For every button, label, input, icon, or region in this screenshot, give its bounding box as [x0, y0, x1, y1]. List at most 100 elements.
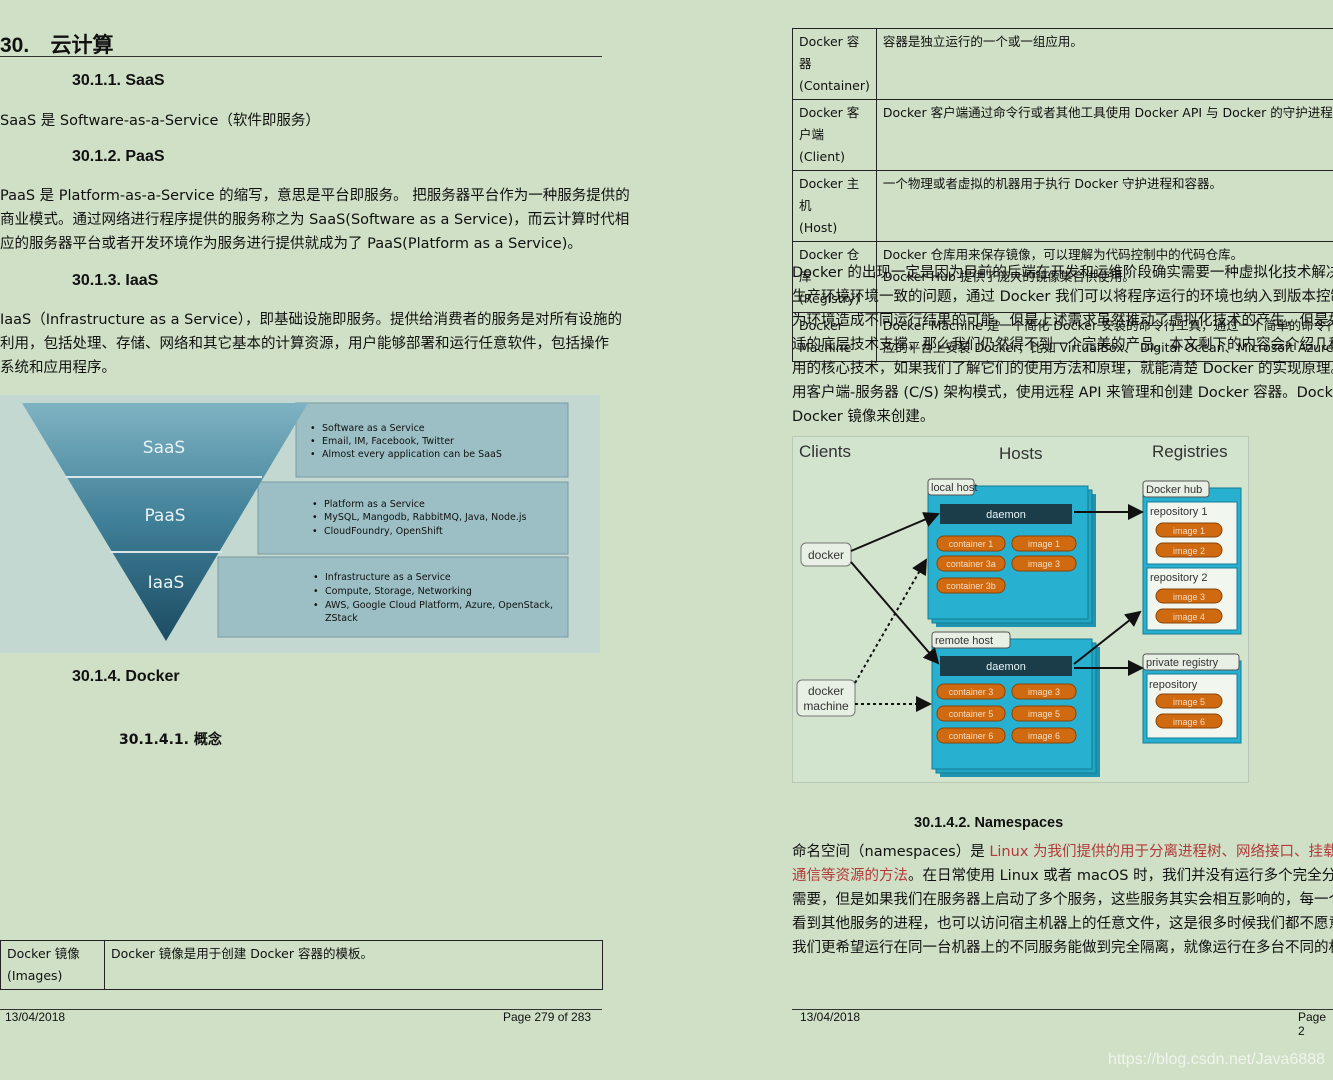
- image-pill: [1155, 693, 1223, 709]
- bullet-dot: •: [313, 600, 319, 611]
- repository-label: repository 1: [1150, 506, 1207, 518]
- desc-text: 容器是独立运行的一个或一组应用。: [882, 34, 1083, 49]
- docker-intro-paragraph: Docker 的出现一定是因为目前的后端在开发和运维阶段确实需要一种虚拟化技术解…: [792, 261, 1333, 429]
- footer-date: 13/04/2018: [800, 1010, 861, 1024]
- term-cell: Docker 主机(Host): [792, 170, 877, 242]
- term-cell: Docker 容器(Container): [792, 28, 877, 100]
- bullet-dot: •: [312, 526, 318, 537]
- arrow-remote-hub: [1073, 610, 1142, 665]
- bullet-dot: •: [312, 512, 318, 523]
- docker-client-box: [800, 542, 852, 567]
- paragraph-line: 我们更希望运行在同一台机器上的不同服务能做到完全隔离，就像运行在多台不同的机: [792, 940, 1333, 956]
- chapter-heading: 30. 云计算: [0, 29, 114, 59]
- paragraph-line: 应的服务器平台或者开发环境作为服务进行提供就成为了 PaaS(Platform …: [0, 236, 582, 252]
- container-label: container 6: [949, 731, 994, 741]
- saas-text: SaaS 是 Software-as-a-Service（软件即服务）: [0, 113, 320, 129]
- container-pill: [936, 683, 1006, 700]
- local-host-tab: [927, 478, 975, 496]
- bullet-dot: •: [312, 499, 318, 510]
- container-label: container 5: [949, 709, 994, 719]
- saas-bullet: Email, IM, Facebook, Twitter: [322, 436, 454, 447]
- paragraph-line: 需要，但是如果我们在服务器上启动了多个服务，这些服务其实会相互影响的，每一个: [792, 892, 1333, 908]
- term-cell: Docker 仓库(Registry): [792, 241, 877, 313]
- saas-bullet: Software as a Service: [322, 423, 425, 434]
- desc-cell: Docker 仓库用来保存镜像，可以理解为代码控制中的代码仓库。 Docker H…: [875, 241, 1333, 313]
- iaas-bullet: AWS, Google Cloud Platform, Azure, OpenS…: [325, 600, 553, 611]
- paragraph-line: 用的核心技术，如果我们了解它们的使用方法和原理，就能清楚 Docker 的实现原…: [792, 361, 1333, 377]
- saas-heading: 30.1.1. SaaS: [72, 72, 165, 89]
- docker-client-label: docker: [808, 548, 844, 562]
- paragraph-line: PaaS 是 Platform-as-a-Service 的缩写，意思是平台即服…: [0, 188, 630, 204]
- paas-bullet: MySQL, Mangodb, RabbitMQ, Java, Node.js: [324, 512, 527, 523]
- desc-cell: Docker 客户端通过命令行或者其他工具使用 Docker API 与 Doc…: [875, 99, 1333, 171]
- hosts-column-title: Hosts: [999, 444, 1042, 463]
- arrow-client-remote: [850, 561, 940, 665]
- chapter-rule: [0, 56, 602, 57]
- paragraph-line: 命名空间（namespaces）是 Linux 为我们提供的用于分离进程树、网络…: [792, 840, 1333, 864]
- docker-terms-table-left: Docker 镜像 (Images) Docker 镜像是用于创建 Docker…: [0, 940, 603, 990]
- docker-hub-tab: [1142, 480, 1210, 498]
- arrow-client-local: [850, 512, 940, 552]
- paragraph-text: 命名空间（namespaces）是: [792, 844, 990, 860]
- paragraph-line: 为环境造成不同运行结果的可能。但是上述需求虽然推动了虚拟化技术的产生，但是如: [792, 313, 1333, 329]
- paas-paragraph: PaaS 是 Platform-as-a-Service 的缩写，意思是平台即服…: [0, 184, 630, 256]
- container-label: container 3a: [946, 559, 996, 569]
- bullet-dot: •: [313, 586, 319, 597]
- paragraph-line: 利用，包括处理、存储、网络和其它基本的计算资源，用户能够部署和运行任意软件，包括…: [0, 336, 609, 352]
- term-cell: Docker 镜像 (Images): [0, 940, 105, 990]
- remote-daemon-label: daemon: [986, 661, 1026, 673]
- desc-text: Docker Machine 是一个简化 Docker 安装的命令行工具，通过一…: [882, 318, 1333, 333]
- image-label: image 1: [1028, 539, 1060, 549]
- term-text: Docker: [799, 318, 843, 333]
- bullet-dot: •: [310, 436, 316, 447]
- table-row: Docker 仓库(Registry) Docker 仓库用来保存镜像，可以理解…: [792, 241, 1333, 313]
- image-label: image 3: [1028, 559, 1060, 569]
- image-pill: [1155, 713, 1223, 729]
- desc-text: Docker Hub 提供了庞大的镜像集合供使用。: [882, 269, 1135, 284]
- pyramid-triangle: [22, 403, 308, 641]
- table-row: Docker 镜像 (Images) Docker 镜像是用于创建 Docker…: [0, 940, 603, 990]
- bullet-dot: •: [310, 449, 316, 460]
- term-text: Docker 主机: [799, 176, 860, 213]
- clients-column-title: Clients: [799, 442, 851, 461]
- term-text: Docker 客户端: [799, 105, 860, 142]
- iaas-bullet: Infrastructure as a Service: [325, 572, 451, 583]
- image-pill: [1155, 608, 1223, 624]
- saas-bullet: Almost every application can be SaaS: [322, 449, 502, 460]
- docker-architecture-diagram: Clients Hosts Registries docker docker m…: [792, 436, 1249, 783]
- image-label: image 5: [1028, 709, 1060, 719]
- term-text: Docker 镜像: [7, 946, 80, 961]
- chapter-number: 30.: [0, 34, 30, 57]
- iaas-bullet: Compute, Storage, Networking: [325, 586, 472, 597]
- desc-text: 应的平台上安装 Docker，比如 VirtualBox、 Digital Oc…: [882, 340, 1333, 355]
- private-registry-label: private registry: [1146, 657, 1219, 669]
- repository-label: repository: [1149, 679, 1198, 691]
- docker-machine-label: machine: [803, 699, 849, 713]
- local-daemon-box: [940, 504, 1072, 524]
- docker-machine-label: docker: [808, 684, 844, 698]
- paas-panel: [257, 481, 569, 555]
- container-pill: [936, 535, 1006, 552]
- namespaces-heading: 30.1.4.2. Namespaces: [914, 815, 1064, 831]
- namespaces-link[interactable]: 通信等资源的方法: [792, 868, 908, 884]
- namespaces-link[interactable]: Linux 为我们提供的用于分离进程树、网络接口、挂载点以: [989, 844, 1333, 860]
- desc-text: Docker 客户端通过命令行或者其他工具使用 Docker API 与 Doc…: [882, 105, 1333, 120]
- pyramid-label-saas: SaaS: [143, 438, 185, 458]
- remote-host-tab: [931, 631, 1011, 649]
- image-pill: [1011, 683, 1077, 700]
- desc-text: Docker 仓库用来保存镜像，可以理解为代码控制中的代码仓库。: [882, 247, 1244, 262]
- image-pill: [1011, 727, 1077, 744]
- container-pill: [936, 555, 1006, 572]
- container-pill: [936, 727, 1006, 744]
- desc-text: 一个物理或者虚拟的机器用于执行 Docker 守护进程和容器。: [882, 176, 1223, 191]
- cloud-pyramid-figure: SaaS PaaS IaaS • Software as a Service •…: [0, 395, 600, 653]
- term-text: (Client): [799, 149, 845, 164]
- image-label: image 6: [1028, 731, 1060, 741]
- namespaces-paragraph: 命名空间（namespaces）是 Linux 为我们提供的用于分离进程树、网络…: [792, 840, 1333, 960]
- footer-date: 13/04/2018: [5, 1010, 66, 1024]
- container-pill: [936, 705, 1006, 722]
- watermark-text: https://blog.csdn.net/Java6888: [1108, 1051, 1326, 1068]
- image-label: image 1: [1173, 526, 1205, 536]
- paragraph-line: IaaS（Infrastructure as a Service），即基础设施即…: [0, 312, 622, 328]
